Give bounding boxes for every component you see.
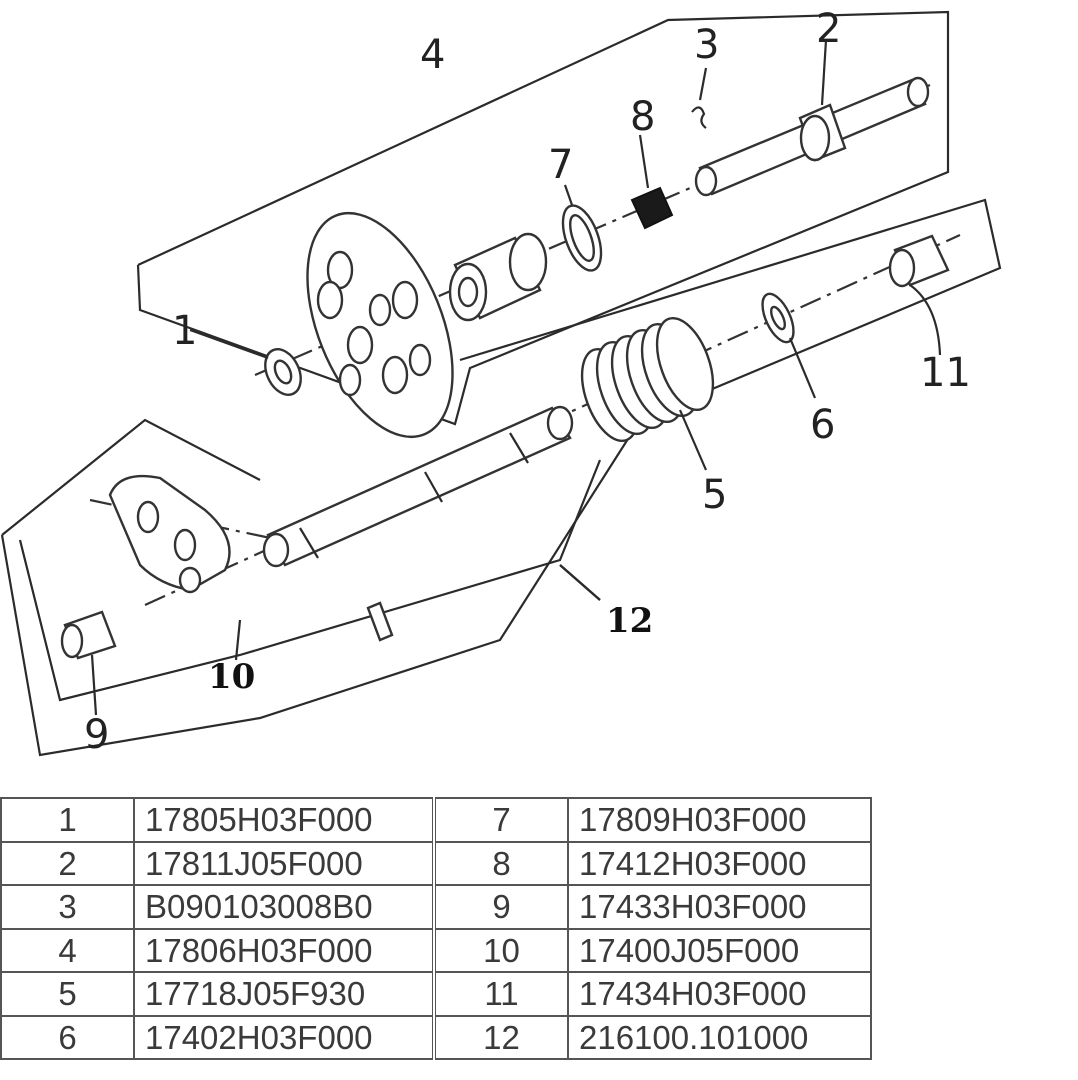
table-row: 2 17811J05F000 8 17412H03F000 bbox=[0, 840, 872, 886]
table-row: 1 17805H03F000 7 17809H03F000 bbox=[0, 797, 872, 843]
part-number: 17412H03F000 bbox=[567, 840, 872, 886]
part-6-washer bbox=[761, 292, 817, 399]
part-10-end-plate bbox=[108, 474, 231, 594]
callout-6: 6 bbox=[810, 402, 835, 448]
part-8-bushing bbox=[630, 134, 674, 230]
table-row: 5 17718J05F930 11 17434H03F000 bbox=[0, 971, 872, 1017]
item-number: 5 bbox=[0, 971, 135, 1017]
item-number: 1 bbox=[0, 797, 135, 843]
item-number: 6 bbox=[0, 1014, 135, 1060]
part-1-spring bbox=[189, 328, 302, 396]
part-10-pin bbox=[234, 601, 394, 661]
callout-2: 2 bbox=[816, 6, 841, 52]
callout-4: 4 bbox=[420, 32, 445, 78]
part-11-bush bbox=[888, 234, 950, 356]
table-row: 4 17806H03F000 10 17400J05F000 bbox=[0, 927, 872, 973]
item-number: 7 bbox=[432, 797, 569, 843]
callout-12: 12 bbox=[606, 601, 653, 641]
part-number: 17434H03F000 bbox=[567, 971, 872, 1017]
table-row: 3 B090103008B0 9 17433H03F000 bbox=[0, 884, 872, 930]
part-7-ring bbox=[561, 184, 603, 272]
callout-1: 1 bbox=[172, 308, 197, 354]
callout-5: 5 bbox=[702, 472, 727, 518]
item-number: 12 bbox=[432, 1014, 569, 1060]
item-number: 8 bbox=[432, 840, 569, 886]
part-3-clip bbox=[691, 67, 708, 129]
part-5-spring bbox=[580, 316, 715, 471]
part-number: 17805H03F000 bbox=[133, 797, 435, 843]
part-number: 17433H03F000 bbox=[567, 884, 872, 930]
table-row: 6 17402H03F000 12 216100.101000 bbox=[0, 1014, 872, 1060]
item-number: 3 bbox=[0, 884, 135, 930]
part-number: 17809H03F000 bbox=[567, 797, 872, 843]
callout-10: 10 bbox=[208, 657, 255, 697]
part-number: B090103008B0 bbox=[133, 884, 435, 930]
part-4-flange bbox=[306, 211, 454, 439]
item-number: 10 bbox=[432, 927, 569, 973]
part-9-bush bbox=[60, 610, 117, 716]
part-10-shaft bbox=[262, 405, 574, 568]
callout-3: 3 bbox=[694, 22, 719, 68]
item-number: 2 bbox=[0, 840, 135, 886]
part-number: 17806H03F000 bbox=[133, 927, 435, 973]
part-4-hub bbox=[448, 232, 548, 322]
callout-11: 11 bbox=[920, 350, 971, 396]
part-number: 216100.101000 bbox=[567, 1014, 872, 1060]
item-number: 9 bbox=[432, 884, 569, 930]
callout-8: 8 bbox=[630, 94, 655, 140]
part-2-shaft bbox=[694, 39, 930, 197]
part-number: 17718J05F930 bbox=[133, 971, 435, 1017]
part-number: 17402H03F000 bbox=[133, 1014, 435, 1060]
part-number: 17811J05F000 bbox=[133, 840, 435, 886]
part-number: 17400J05F000 bbox=[567, 927, 872, 973]
item-number: 4 bbox=[0, 927, 135, 973]
callout-labels: 1 2 3 4 5 6 7 8 9 10 11 12 bbox=[84, 6, 971, 758]
callout-7: 7 bbox=[548, 142, 573, 188]
parts-list-table: 1 17805H03F000 7 17809H03F000 2 17811J05… bbox=[0, 797, 872, 1060]
item-number: 11 bbox=[432, 971, 569, 1017]
exploded-parts-diagram: 1 2 3 4 5 6 7 8 9 10 11 12 bbox=[0, 6, 1002, 758]
part-12-leader bbox=[559, 564, 601, 601]
callout-9: 9 bbox=[84, 712, 109, 758]
